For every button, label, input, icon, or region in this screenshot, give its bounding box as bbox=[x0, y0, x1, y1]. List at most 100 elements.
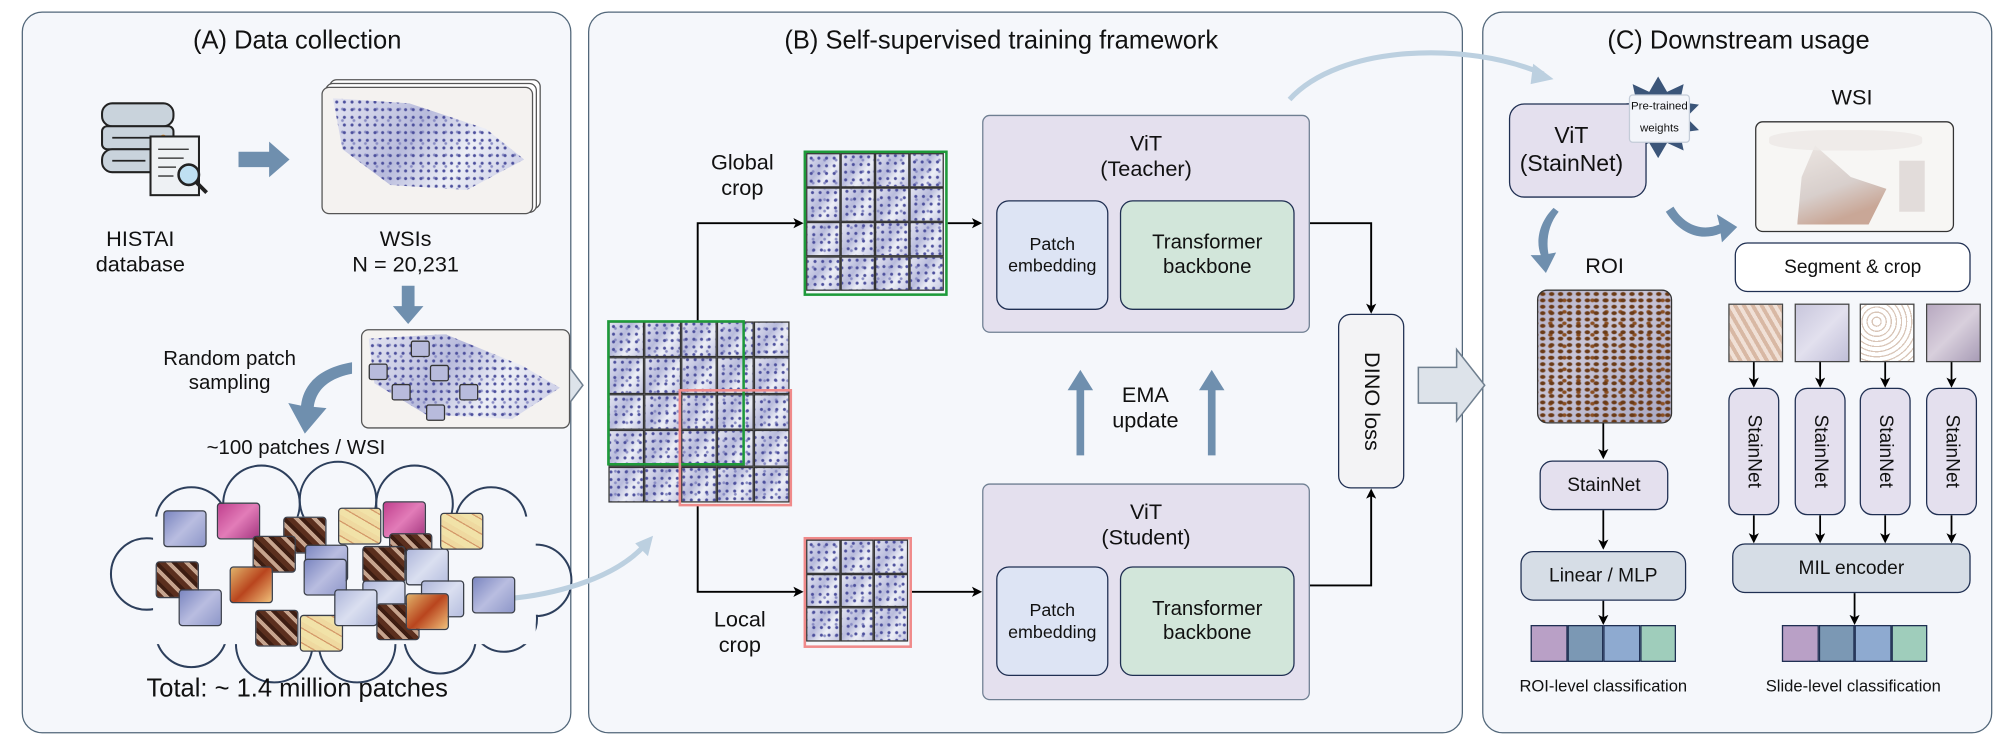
grid-patch bbox=[680, 393, 718, 431]
vit-stainnet-line1: ViT bbox=[1554, 122, 1589, 149]
sampled-wsi-image bbox=[360, 329, 571, 429]
roi-label: ROI bbox=[1585, 253, 1624, 279]
downstream-flow-arrows bbox=[1598, 359, 1957, 625]
pretrained-weights-badge: Pre-trained weights bbox=[1628, 94, 1691, 143]
patches-per-wsi: ~100 patches / WSI bbox=[206, 437, 386, 460]
class-cell bbox=[1603, 624, 1640, 662]
student-title-line1: ViT bbox=[1129, 499, 1163, 525]
linear-mlp-block: Linear / MLP bbox=[1520, 551, 1687, 601]
grid-patch bbox=[806, 187, 841, 222]
sampled-patch-marker bbox=[368, 363, 388, 381]
grid-patch bbox=[806, 153, 841, 188]
grid-patch bbox=[608, 466, 645, 503]
segment-label: Segment & crop bbox=[1784, 255, 1922, 278]
grid-patch bbox=[717, 393, 754, 431]
tissue-patch-thumbnail bbox=[334, 589, 378, 627]
tissue-patch-thumbnail bbox=[216, 502, 261, 540]
grid-patch bbox=[874, 573, 909, 608]
slide-class-vector bbox=[1781, 624, 1928, 662]
grid-patch bbox=[717, 466, 754, 503]
global-crop-label-line2: crop bbox=[721, 176, 764, 201]
roi-level-caption: ROI-level classification bbox=[1519, 676, 1688, 696]
student-to-loss-arrow bbox=[1309, 488, 1377, 587]
vit-to-wsi-curved-arrow bbox=[1665, 206, 1738, 243]
tissue-patch-thumbnail bbox=[362, 545, 406, 583]
grid-patch bbox=[753, 466, 790, 503]
segment-and-crop-block: Segment & crop bbox=[1734, 242, 1971, 293]
global-branch-line bbox=[696, 218, 804, 322]
grid-patch bbox=[840, 573, 875, 608]
slide-patch-thumbnail bbox=[1728, 303, 1784, 363]
sampled-patch-marker bbox=[429, 364, 449, 382]
class-cell bbox=[1781, 624, 1819, 662]
slide-stainnet-block: StainNet bbox=[1859, 387, 1911, 516]
class-cell bbox=[1566, 624, 1604, 662]
tissue-patch-thumbnail bbox=[405, 548, 449, 586]
grid-patch bbox=[753, 321, 790, 358]
grid-patch bbox=[874, 539, 909, 574]
tissue-patch-thumbnail bbox=[255, 609, 299, 647]
grid-patch bbox=[717, 357, 754, 394]
vit-stainnet-block: ViT(StainNet) bbox=[1508, 103, 1647, 198]
badge-line1: Pre-trained bbox=[1631, 99, 1688, 113]
slide-level-caption: Slide-level classification bbox=[1765, 676, 1941, 696]
slide-stainnet-block: StainNet bbox=[1926, 387, 1978, 516]
local-crop-label-line2: crop bbox=[718, 633, 761, 658]
tissue-patch-thumbnail bbox=[338, 507, 382, 545]
tissue-patch-thumbnail bbox=[178, 589, 222, 627]
slide-stainnet-label: StainNet bbox=[1809, 414, 1832, 489]
global-crop-label: Global crop bbox=[711, 151, 774, 203]
linear-mlp-label: Linear / MLP bbox=[1549, 564, 1658, 587]
vit-stainnet-line2: (StainNet) bbox=[1519, 150, 1624, 177]
vit-to-roi-curved-arrow bbox=[1530, 207, 1559, 273]
total-patches: Total: ~ 1.4 million patches bbox=[146, 674, 448, 703]
database-label-line1: HISTAI bbox=[106, 227, 175, 252]
grid-patch bbox=[806, 256, 841, 291]
wsi-patch-grid bbox=[608, 321, 790, 503]
class-cell bbox=[1818, 624, 1855, 662]
grid-patch bbox=[806, 573, 841, 608]
grid-patch bbox=[680, 430, 718, 467]
b-to-c-block-arrow bbox=[1417, 347, 1486, 424]
db-to-wsi-arrow bbox=[238, 141, 290, 178]
wsi-label-c: WSI bbox=[1831, 85, 1873, 110]
grid-patch bbox=[753, 393, 790, 431]
grid-patch bbox=[680, 466, 718, 503]
teacher-backbone-line1: Transformer bbox=[1152, 231, 1263, 254]
class-cell bbox=[1890, 624, 1928, 662]
global-crop-label-line1: Global bbox=[711, 150, 774, 175]
sampling-label: Random patch sampling bbox=[163, 347, 296, 396]
grid-patch bbox=[874, 256, 910, 291]
local-crop-label-line1: Local bbox=[713, 607, 766, 632]
grid-patch bbox=[717, 430, 754, 467]
teacher-to-loss-arrow bbox=[1309, 222, 1377, 314]
grid-patch bbox=[840, 187, 875, 222]
wsi-label: WSIs N = 20,231 bbox=[352, 227, 459, 279]
student-backbone-line2: backbone bbox=[1162, 622, 1252, 645]
grid-patch bbox=[874, 607, 909, 642]
grid-patch bbox=[840, 221, 875, 257]
tissue-patch-thumbnail bbox=[299, 614, 344, 652]
panel-b-title: (B) Self-supervised training framework bbox=[784, 26, 1219, 55]
teacher-title-line2: (Teacher) bbox=[1100, 157, 1192, 182]
local-crop-label: Local crop bbox=[714, 607, 766, 659]
sampled-patch-marker bbox=[426, 404, 446, 421]
local-crop-region bbox=[678, 389, 793, 507]
tissue-patch-thumbnail bbox=[163, 510, 207, 548]
grid-patch bbox=[909, 256, 944, 291]
local-crop-image bbox=[803, 536, 912, 648]
class-cell bbox=[1854, 624, 1891, 662]
grid-patch bbox=[840, 607, 875, 642]
wsi-label-text: WSIs bbox=[379, 227, 432, 252]
panel-c-title: (C) Downstream usage bbox=[1607, 26, 1870, 55]
global-crop-region bbox=[607, 320, 745, 466]
database-label: HISTAI database bbox=[96, 227, 185, 279]
wsi-count: N = 20,231 bbox=[352, 253, 459, 278]
grid-patch bbox=[753, 357, 790, 394]
tissue-patch-thumbnail bbox=[471, 576, 516, 614]
student-backbone-line1: Transformer bbox=[1152, 597, 1263, 620]
wsi-stack-image bbox=[321, 79, 541, 215]
